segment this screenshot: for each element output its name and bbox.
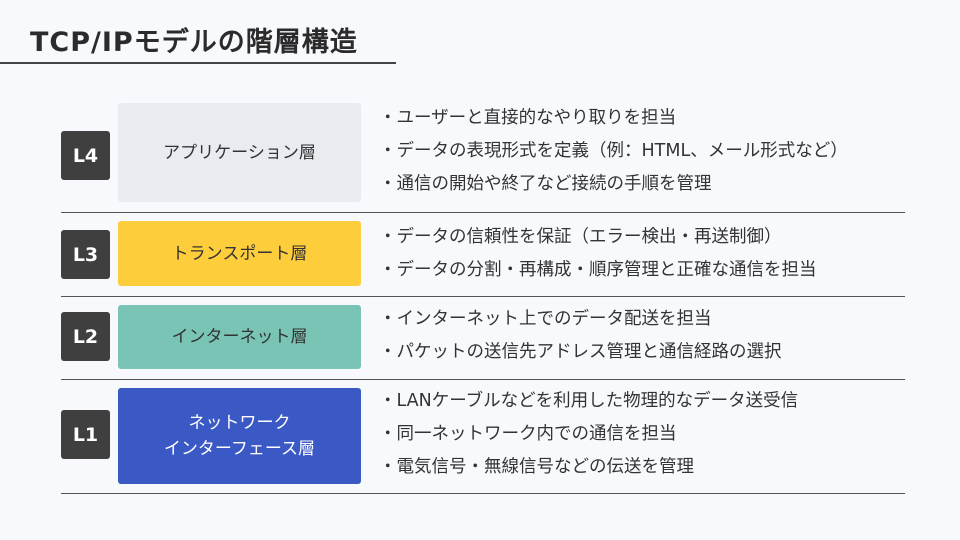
list-item: パケットの送信先アドレス管理と通信経路の選択 <box>379 336 782 369</box>
list-item: データの表現形式を定義（例：HTML、メール形式など） <box>379 135 848 168</box>
layer-description-list: ユーザーと直接的なやり取りを担当 データの表現形式を定義（例：HTML、メール形… <box>379 102 848 201</box>
layer-divider <box>61 493 905 494</box>
layer-code-badge: L3 <box>61 230 110 279</box>
layer-code-badge: L4 <box>61 131 110 180</box>
layer-l1: L1 ネットワーク インターフェース層 LANケーブルなどを利用した物理的なデー… <box>61 380 905 494</box>
layer-l3: L3 トランスポート層 データの信頼性を保証（エラー検出・再送制御） データの分… <box>61 213 905 297</box>
layer-l2: L2 インターネット層 インターネット上でのデータ配送を担当 パケットの送信先ア… <box>61 297 905 380</box>
list-item: データの信頼性を保証（エラー検出・再送制御） <box>379 221 817 254</box>
layer-name-box: アプリケーション層 <box>118 103 361 202</box>
layer-code-badge: L1 <box>61 410 110 459</box>
layer-description-list: データの信頼性を保証（エラー検出・再送制御） データの分割・再構成・順序管理と正… <box>379 221 817 287</box>
title-underline <box>0 62 396 64</box>
layer-name-box: トランスポート層 <box>118 221 361 286</box>
layer-name-box: インターネット層 <box>118 305 361 369</box>
layer-divider <box>61 379 905 380</box>
list-item: 通信の開始や終了など接続の手順を管理 <box>379 168 848 201</box>
page-title: TCP/IPモデルの階層構造 <box>30 27 358 58</box>
layer-divider <box>61 212 905 213</box>
layer-code-badge: L2 <box>61 312 110 361</box>
layer-divider <box>61 296 905 297</box>
layer-description-list: インターネット上でのデータ配送を担当 パケットの送信先アドレス管理と通信経路の選… <box>379 303 782 369</box>
layer-l4: L4 アプリケーション層 ユーザーと直接的なやり取りを担当 データの表現形式を定… <box>61 100 905 213</box>
list-item: 電気信号・無線信号などの伝送を管理 <box>379 451 798 484</box>
list-item: インターネット上でのデータ配送を担当 <box>379 303 782 336</box>
list-item: LANケーブルなどを利用した物理的なデータ送受信 <box>379 385 799 418</box>
layer-name-box: ネットワーク インターフェース層 <box>118 388 361 484</box>
list-item: 同一ネットワーク内での通信を担当 <box>379 418 798 451</box>
layer-description-list: LANケーブルなどを利用した物理的なデータ送受信 同一ネットワーク内での通信を担… <box>379 385 799 484</box>
list-item: データの分割・再構成・順序管理と正確な通信を担当 <box>379 254 817 287</box>
list-item: ユーザーと直接的なやり取りを担当 <box>379 102 848 135</box>
